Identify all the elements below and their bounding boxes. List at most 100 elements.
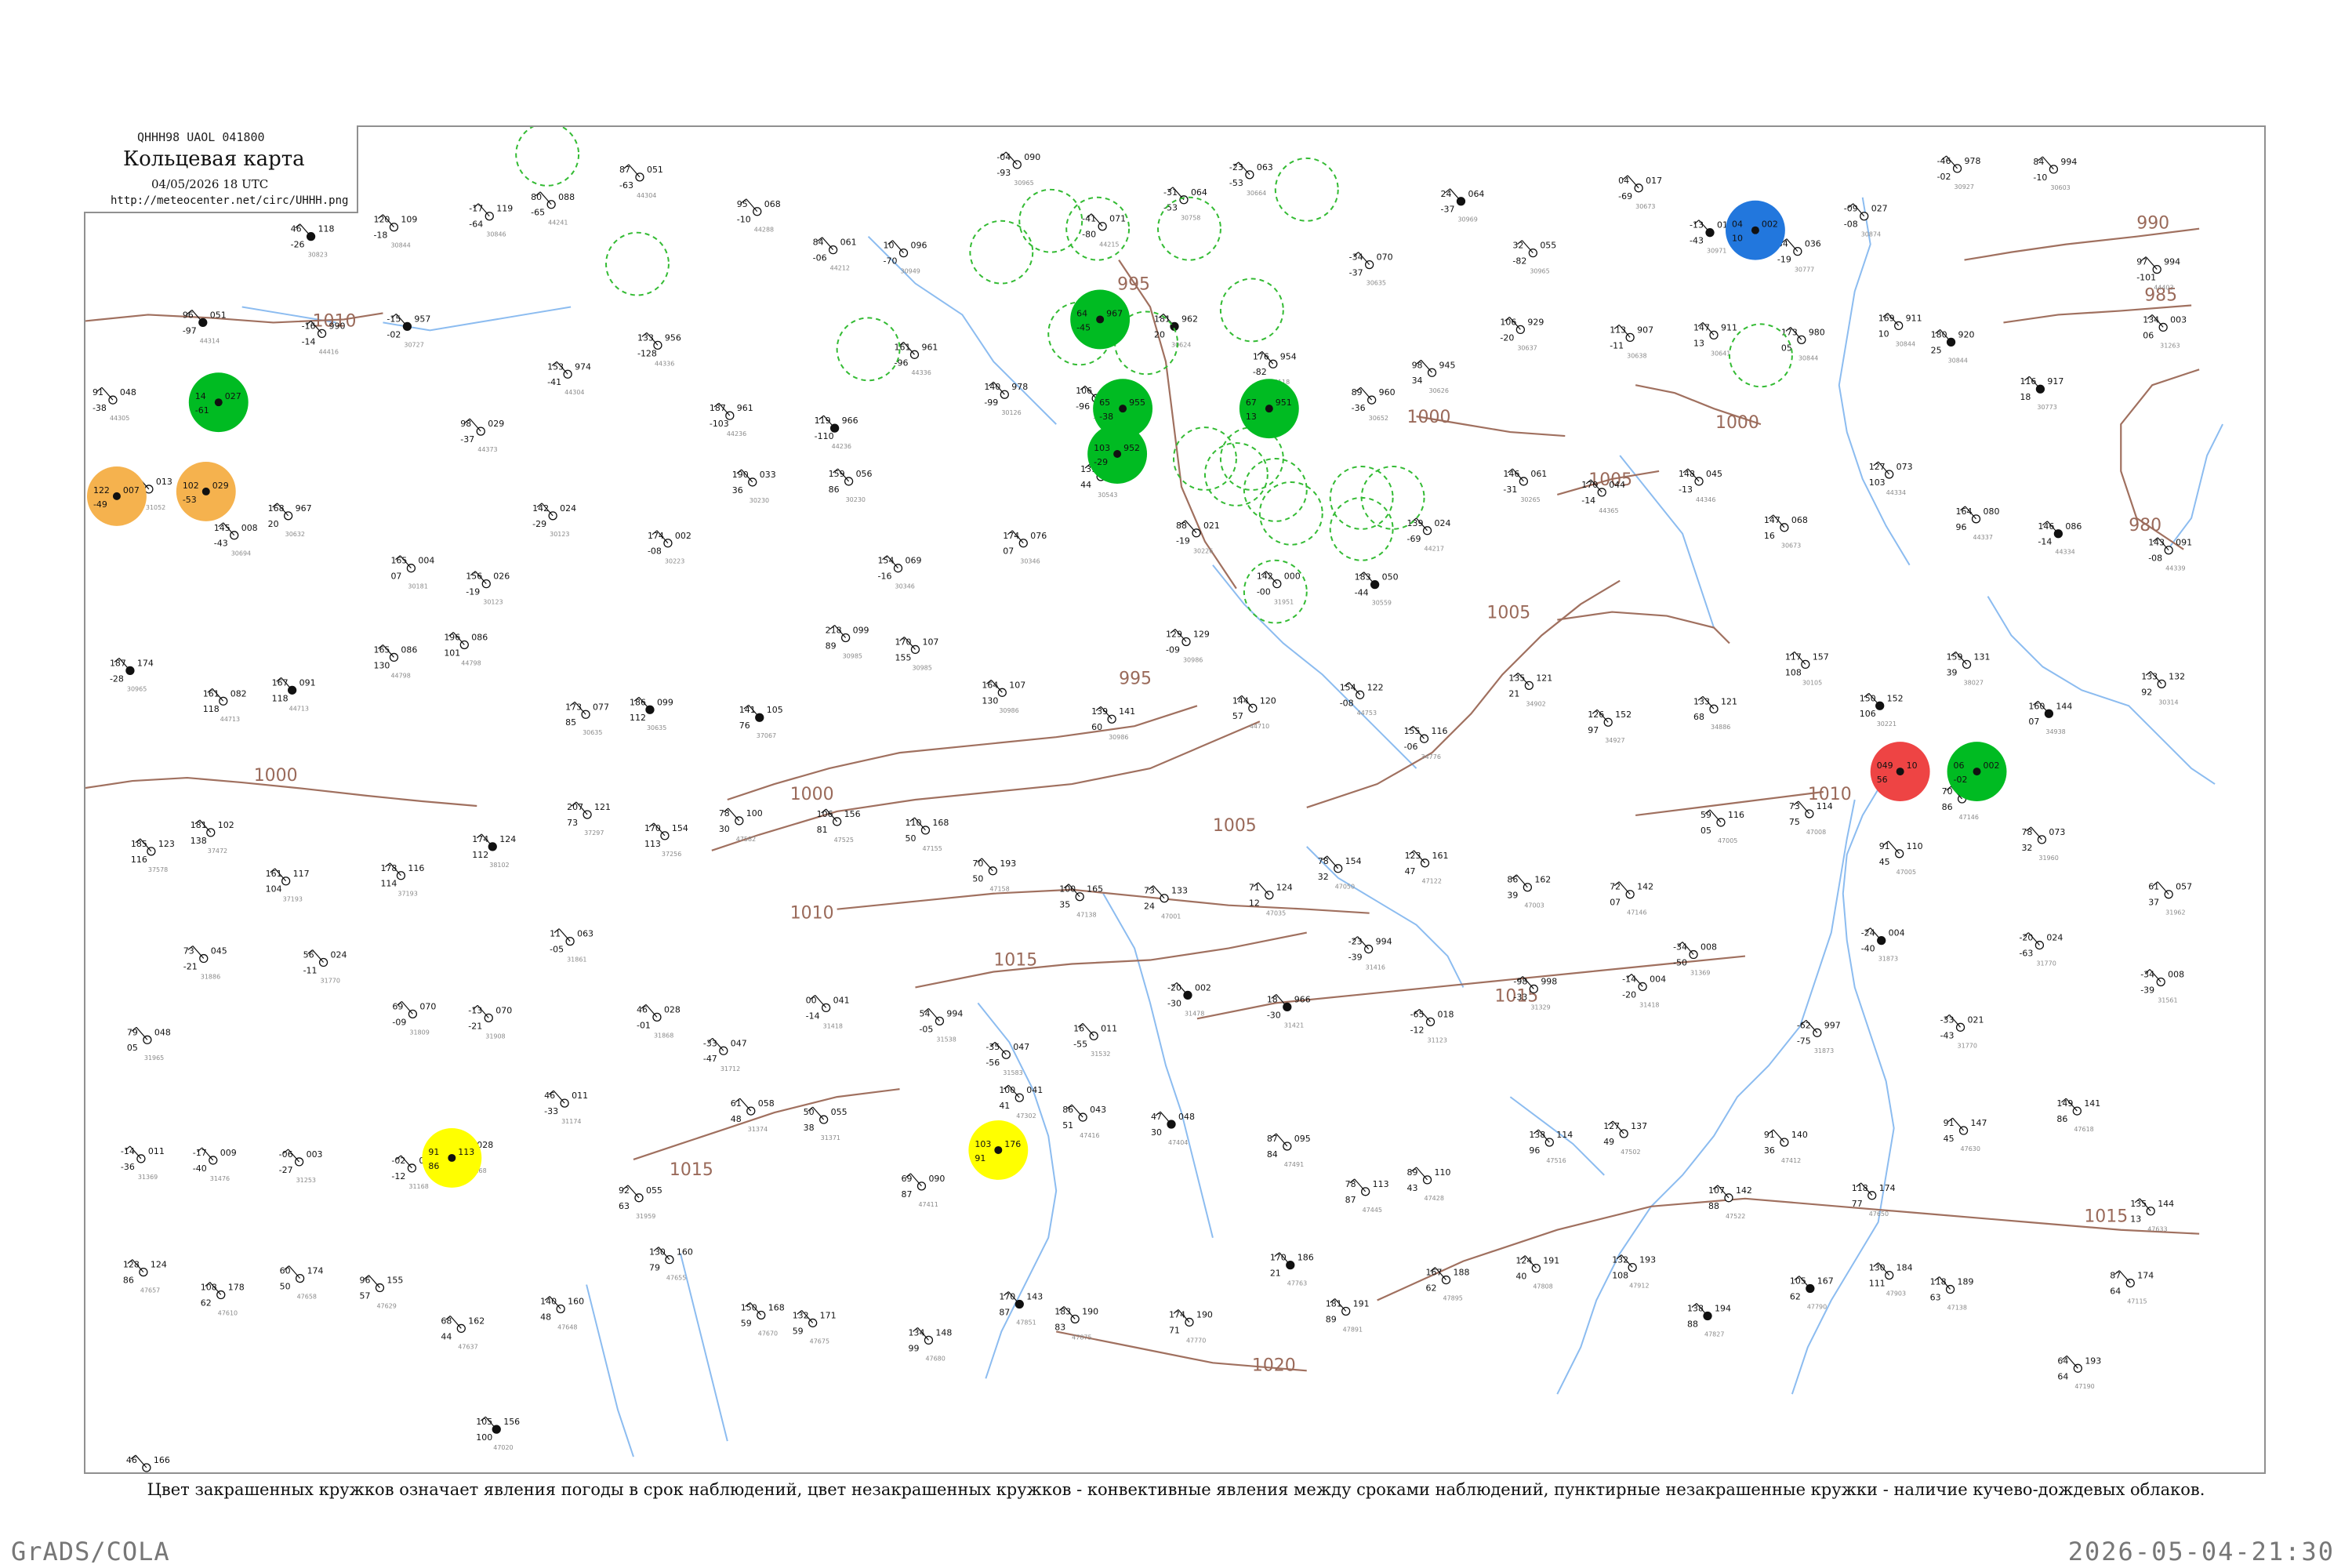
station-dewpoint: 112 [630,713,646,723]
station-pressure: 107 [922,637,938,647]
station-pressure: 002 [1762,220,1778,230]
wind-barb [1596,709,1609,723]
station-pressure: 118 [318,224,335,234]
station-dewpoint: 44 [441,1331,452,1341]
station-temp: -31 [1163,187,1178,198]
station-pressure: 008 [1700,942,1717,953]
isobar-18: 1010 [1635,785,1852,817]
station-pressure: 119 [496,204,513,214]
station-temp: -04 [996,152,1011,162]
station-pressure: 105 [767,705,783,715]
wind-feather [913,1327,918,1332]
station-temp: 47 [1151,1112,1162,1122]
isobar-line [1416,416,1566,437]
wind-barb [1163,314,1175,327]
wind-barb [1773,514,1785,528]
station-pressure: 156 [844,809,861,819]
station-pressure: 003 [307,1149,323,1160]
station-pressure: 110 [1435,1167,1451,1178]
station-dewpoint: -14 [2038,537,2052,547]
station-dewpoint: -128 [637,348,657,358]
station-marker [1973,768,1981,776]
station-pressure: 174 [1879,1183,1896,1193]
wind-feather [1080,385,1086,390]
station-id: 30641 [1711,350,1730,357]
station-temp: 73 [1144,886,1155,896]
station-dewpoint: -45 [1076,322,1091,332]
station-dewpoint: 87 [1345,1195,1356,1205]
station-temp: 73 [1789,801,1800,811]
wind-barb [834,625,847,638]
station-pressure: 117 [293,869,310,879]
station-pressure: 121 [594,802,611,812]
station-id: 30969 [1457,216,1477,223]
isobar-label: 1000 [254,766,298,786]
render-timestamp: 2026-05-04-21:30 [2067,1537,2335,1566]
station-id: 30986 [1109,734,1128,741]
station-pressure: 966 [1294,994,1311,1004]
source-url[interactable]: http://meteocenter.net/circ/UHHH.png [111,194,349,207]
station-id: 47582 [736,836,756,843]
station-id: 44710 [1250,723,1269,730]
isobar-9: 995 [1117,259,1237,590]
station-dewpoint: 138 [191,836,207,846]
wind-barb [1176,982,1189,996]
station-temp: 87 [2110,1271,2121,1281]
station-pressure: 961 [921,342,938,352]
wind-feather [2026,826,2031,832]
wind-barb [750,1302,762,1316]
station-dewpoint: -53 [183,495,197,505]
wind-barb [452,632,465,645]
station-temp: 46 [291,224,302,234]
station-id: 37067 [757,732,776,739]
wind-feather [818,415,825,420]
station-id: 31962 [2165,909,2185,916]
station-id: 44304 [564,389,584,396]
station-id: 31329 [1530,1004,1550,1011]
wind-barb [1091,213,1103,227]
station-pressure: 160 [677,1247,693,1258]
station-dewpoint: 86 [428,1161,439,1171]
station-id: 47005 [1718,837,1737,844]
station-dewpoint: 118 [272,693,289,703]
wind-barb [1082,1022,1094,1036]
station-pressure: 080 [1984,506,2000,517]
wind-feather [135,838,141,844]
station-dewpoint: 13 [1693,338,1704,348]
wind-feather [473,203,479,209]
wind-barb [1327,855,1339,869]
station-id: 47003 [1524,902,1544,909]
station-temp: 190 [732,470,749,480]
station-dewpoint: -36 [121,1162,135,1172]
wind-feather [1155,1111,1161,1116]
station-dewpoint: -53 [1229,178,1243,188]
wind-barb [1590,479,1602,493]
station-pressure: 029 [488,419,504,429]
station-temp: -46 [1937,156,1951,166]
station-dewpoint: 99 [908,1343,919,1353]
wind-feather [535,191,541,197]
station-dewpoint: 68 [1693,712,1704,722]
station-dewpoint: -69 [1618,191,1632,201]
station-temp: 126 [1588,710,1604,720]
station-id: 44305 [110,415,129,422]
station-dewpoint: 45 [1944,1134,1955,1144]
station-dewpoint: 30 [719,824,730,834]
isobar-12: 1000 [1635,384,1762,433]
station-id: 30635 [647,724,666,731]
cb-ring-20 [1203,442,1269,506]
station-id: 30949 [901,268,920,275]
station-id: 47416 [1080,1132,1099,1139]
isobar-15: 980 [2120,368,2200,550]
station-temp: 176 [1253,351,1269,361]
station-pressure: 193 [1639,1255,1656,1265]
